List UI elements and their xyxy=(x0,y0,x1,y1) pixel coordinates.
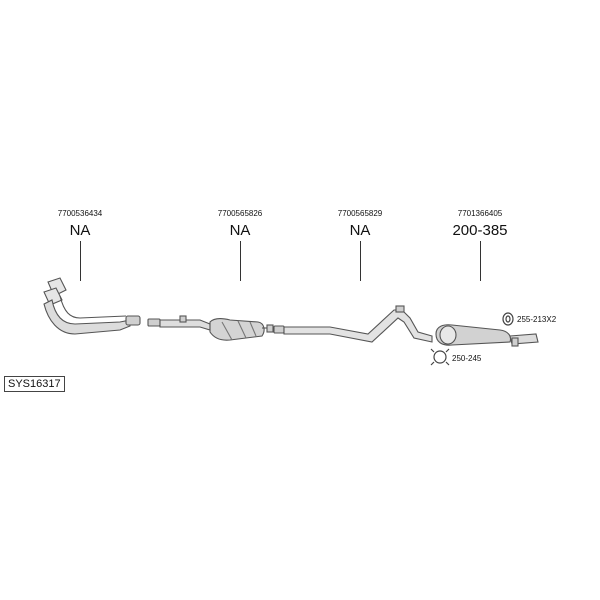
exhaust-clamp-icon xyxy=(430,348,450,366)
system-code-label: SYS16317 xyxy=(4,376,65,392)
leader-line-rear-silencer xyxy=(480,241,481,281)
catalyst-section[interactable] xyxy=(147,315,274,341)
accessory-label-rubber-mount[interactable]: 255-213X2 xyxy=(517,315,557,324)
rear-silencer[interactable] xyxy=(435,324,539,347)
ref-code-catalyst[interactable]: NA xyxy=(229,222,251,239)
part-number-front-pipe: 7700536434 xyxy=(57,209,103,218)
ref-code-rear-silencer[interactable]: 200-385 xyxy=(452,222,508,239)
leader-line-catalyst xyxy=(240,241,241,281)
ref-code-middle-pipe[interactable]: NA xyxy=(349,222,371,239)
accessory-label-clamp[interactable]: 250-245 xyxy=(452,354,482,363)
leader-line-middle-pipe xyxy=(360,241,361,281)
leader-line-front-pipe xyxy=(80,241,81,281)
exhaust-rubber-mount-icon xyxy=(502,312,514,326)
part-number-middle-pipe: 7700565829 xyxy=(337,209,383,218)
middle-pipe[interactable] xyxy=(273,305,433,343)
part-number-rear-silencer: 7701366405 xyxy=(457,209,503,218)
ref-code-front-pipe[interactable]: NA xyxy=(69,222,91,239)
front-pipe[interactable] xyxy=(43,277,141,335)
part-number-catalyst: 7700565826 xyxy=(217,209,263,218)
